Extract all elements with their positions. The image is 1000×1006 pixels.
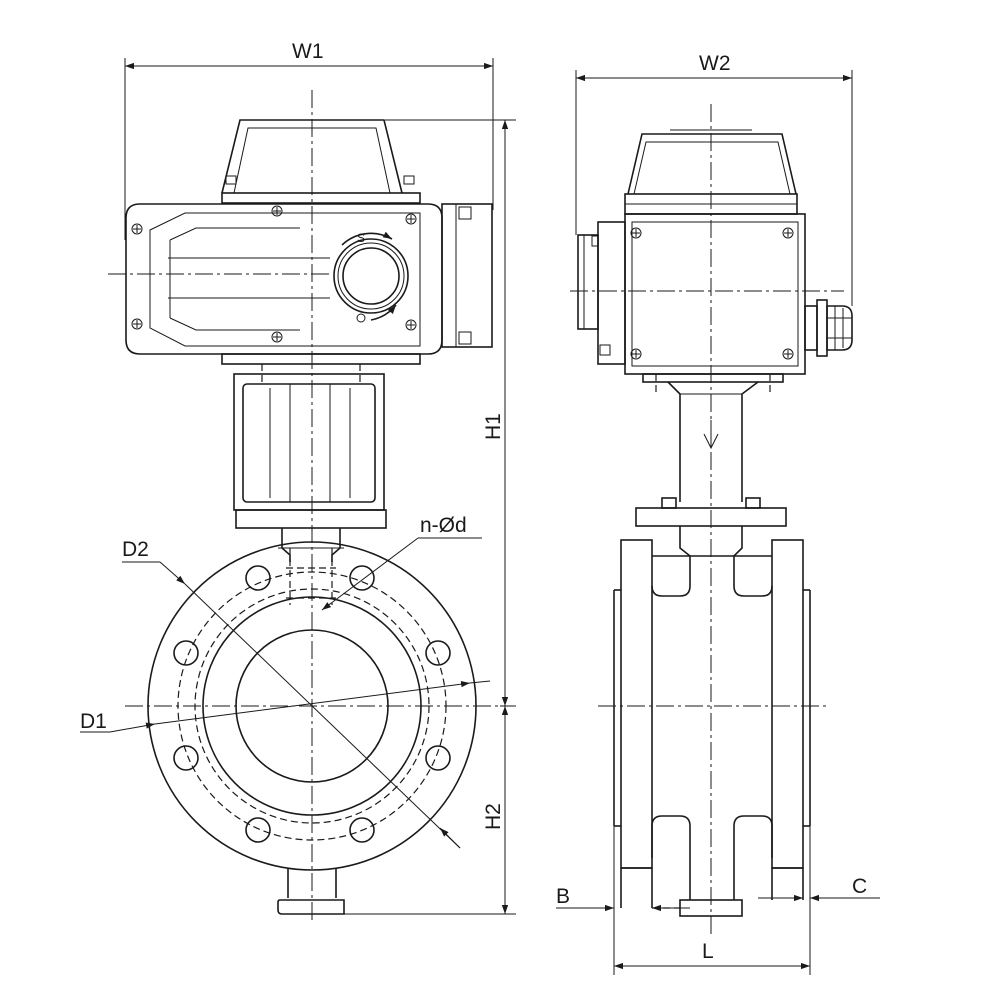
screw-icon xyxy=(131,318,143,330)
side-actuator-body xyxy=(577,213,853,375)
l-label: L xyxy=(702,940,714,963)
side-valve-body xyxy=(613,539,811,917)
cover-screw-icons xyxy=(131,205,417,343)
handwheel-mark-label: S xyxy=(357,231,365,245)
screw-icon xyxy=(630,348,642,360)
screw-icon xyxy=(782,348,794,360)
manual-override-indicator: S xyxy=(333,231,409,323)
valve-neck xyxy=(278,528,344,562)
side-screw-icons xyxy=(630,227,794,360)
d2-dimension-line xyxy=(184,583,461,849)
side-view: W2 L B C xyxy=(556,52,880,975)
d1-label: D1 xyxy=(80,710,107,733)
h1-label: H1 xyxy=(482,413,505,440)
actuator-body xyxy=(125,203,493,365)
h2-label: H2 xyxy=(482,803,505,830)
screw-icon xyxy=(782,227,794,239)
screw-icon xyxy=(271,205,283,217)
screw-icon xyxy=(131,223,143,235)
bottom-trunnion xyxy=(277,868,345,915)
c-label: C xyxy=(852,875,867,898)
w1-label: W1 xyxy=(292,40,324,63)
screw-icon xyxy=(405,213,417,225)
screw-icon xyxy=(630,227,642,239)
screw-icon xyxy=(271,331,283,343)
actuator-top-cover xyxy=(221,119,421,204)
b-label: B xyxy=(556,885,570,908)
mounting-bracket xyxy=(233,364,387,529)
d2-label: D2 xyxy=(122,538,149,561)
bolt-hole-icons xyxy=(173,565,451,843)
front-view: S xyxy=(80,40,516,920)
w2-label: W2 xyxy=(699,52,731,75)
side-bracket xyxy=(635,373,787,527)
screw-icon xyxy=(405,319,417,331)
d1-dimension-line xyxy=(154,681,471,725)
bolt-holes-label: n-Ød xyxy=(420,514,467,537)
